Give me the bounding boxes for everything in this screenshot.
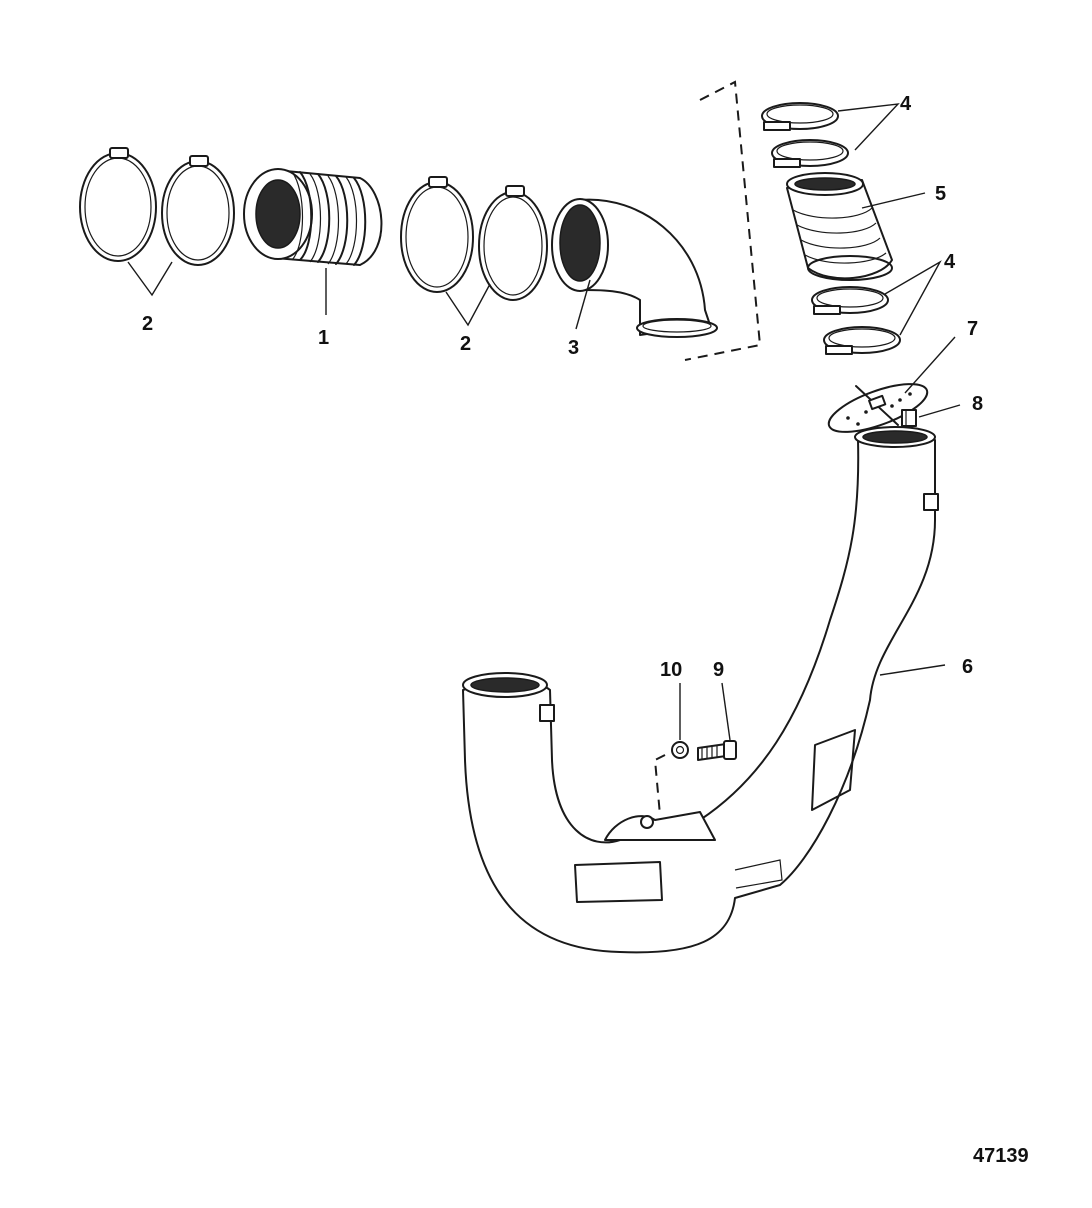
- hose-clamp-left-1: [79, 147, 157, 262]
- hose-clamp-right-2: [478, 185, 548, 301]
- callout-5: 5: [935, 183, 946, 205]
- callout-2-right: 2: [460, 333, 471, 355]
- callout-2-left: 2: [142, 313, 153, 335]
- callout-8: 8: [972, 393, 983, 415]
- small-block: [901, 409, 917, 427]
- leader-lines: [127, 103, 961, 741]
- sleeve-hose: [786, 172, 893, 281]
- callout-4-lower: 4: [944, 251, 956, 273]
- bellows-hose: [243, 168, 383, 266]
- callout-10: 10: [660, 659, 682, 681]
- hose-clamp-right-1: [400, 176, 474, 293]
- callout-4-upper: 4: [900, 93, 912, 115]
- nut: [671, 741, 689, 759]
- clamp-upper-1: [761, 102, 839, 131]
- callout-3: 3: [568, 337, 579, 359]
- hose-clamp-left-2: [161, 155, 235, 266]
- callout-1: 1: [318, 327, 329, 349]
- callout-9: 9: [713, 659, 724, 681]
- figure-number: 47139: [973, 1145, 1029, 1167]
- exhaust-elbow: [551, 198, 718, 338]
- assembly-bracket: [684, 80, 762, 361]
- clamp-lower-1: [811, 286, 889, 315]
- bolt: [697, 740, 737, 761]
- clamp-upper-2: [771, 139, 849, 168]
- flapper-valve: [827, 383, 929, 433]
- callout-6: 6: [962, 656, 973, 678]
- exhaust-pipe: [462, 426, 939, 954]
- clamp-lower-2: [823, 326, 901, 355]
- nut-bracket: [653, 754, 666, 816]
- callout-7: 7: [967, 318, 978, 340]
